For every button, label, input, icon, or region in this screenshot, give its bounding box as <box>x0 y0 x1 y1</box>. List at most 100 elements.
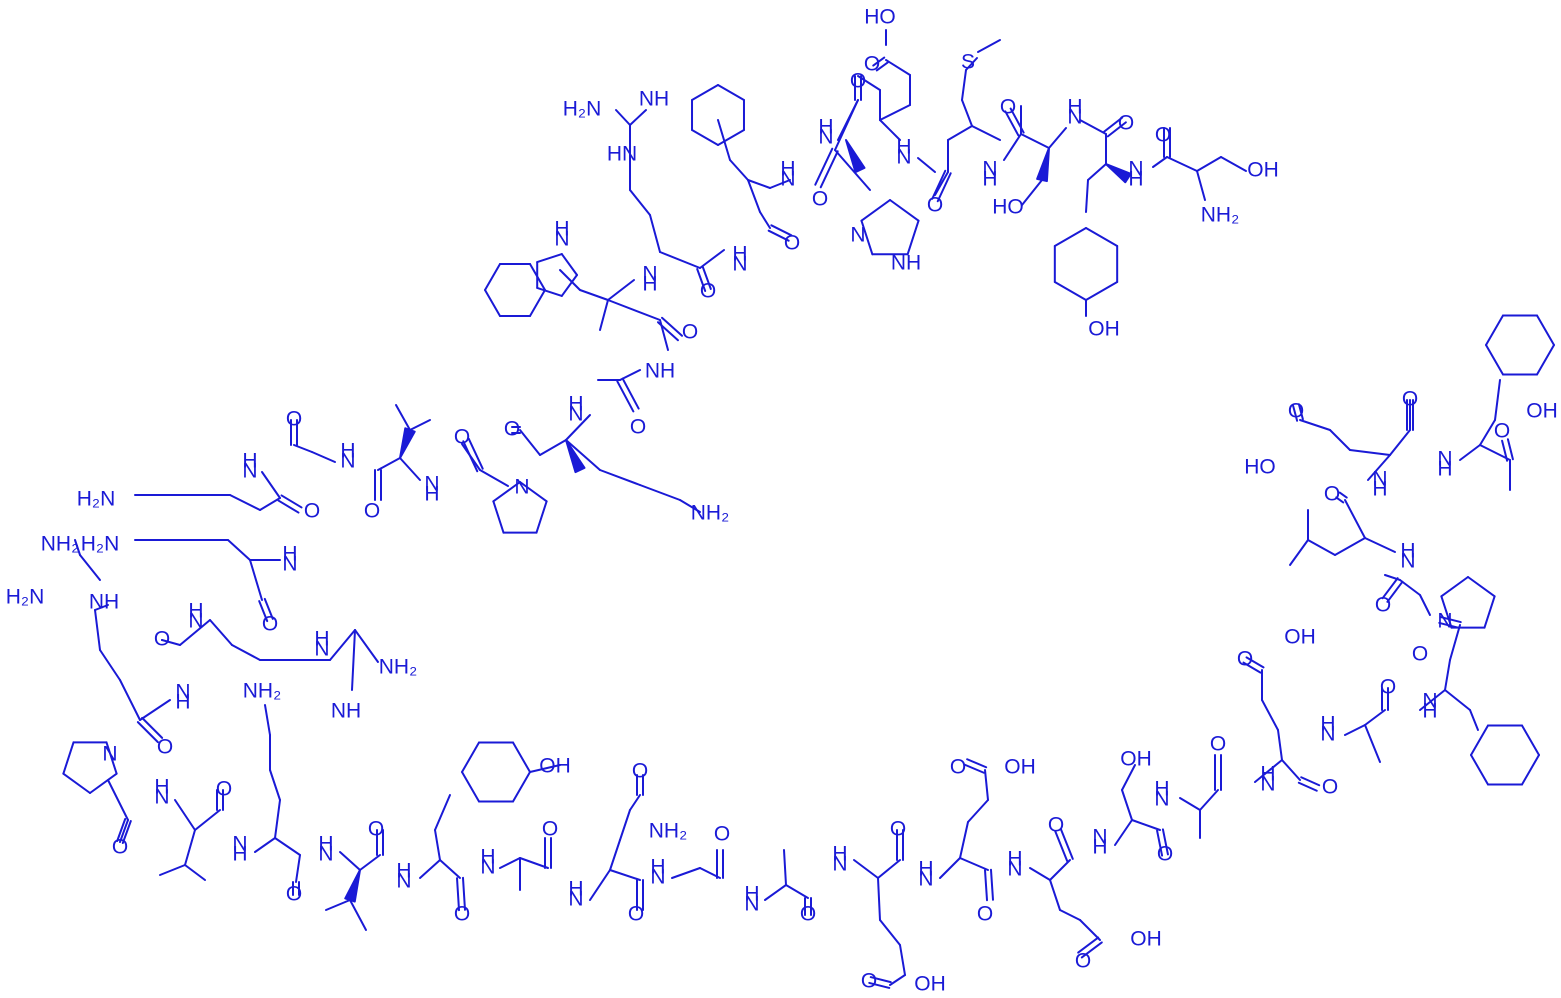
bond <box>599 299 609 331</box>
bond <box>699 249 725 269</box>
wedge-bond <box>399 427 416 459</box>
bond <box>759 211 771 229</box>
atom-label: OH <box>539 755 571 778</box>
atom-label: H <box>1067 96 1082 119</box>
bond <box>461 741 480 773</box>
atom-label: H <box>480 846 495 869</box>
bond <box>819 150 839 189</box>
bond <box>1399 579 1421 596</box>
bond <box>1059 827 1074 860</box>
atom-label: N <box>480 856 495 879</box>
bond <box>179 619 211 646</box>
atom-label: N <box>154 786 169 809</box>
bond <box>649 214 661 253</box>
atom-label: H <box>744 883 759 906</box>
atom-label: O <box>1210 733 1226 756</box>
bond <box>1085 227 1119 247</box>
bond <box>139 699 171 721</box>
atom-label: H <box>1128 168 1143 191</box>
atom-label: N <box>918 868 933 891</box>
bond <box>461 771 480 803</box>
bond <box>99 649 121 681</box>
bond <box>1004 110 1020 137</box>
bond <box>565 414 591 441</box>
atom-label: H <box>780 158 795 181</box>
atom-label: N <box>780 168 795 191</box>
bond <box>184 829 196 866</box>
bond <box>879 104 911 121</box>
bond <box>965 57 978 71</box>
bond <box>1439 616 1462 624</box>
bond <box>1121 789 1133 821</box>
bond <box>1009 107 1025 134</box>
bond <box>354 629 379 663</box>
bond <box>105 741 118 775</box>
atom-label: N <box>568 888 583 911</box>
bond <box>1220 156 1247 172</box>
bond <box>1053 281 1087 301</box>
bond <box>1307 539 1336 556</box>
bond <box>989 868 994 901</box>
amine-label: NH <box>89 591 119 614</box>
bond <box>519 857 549 869</box>
bond <box>936 172 952 203</box>
bond <box>1131 819 1161 831</box>
bond <box>947 125 973 141</box>
wedge-bond <box>1036 147 1050 183</box>
bond <box>560 274 578 297</box>
atom-label: N <box>650 866 665 889</box>
bond <box>729 159 749 181</box>
atom-label: O <box>861 970 877 993</box>
bond <box>966 758 988 769</box>
bond <box>1029 867 1051 881</box>
atom-label: O <box>812 188 828 211</box>
bond <box>1364 724 1381 763</box>
bond <box>931 169 947 200</box>
atom-label: O <box>800 903 816 926</box>
bond <box>853 859 879 879</box>
bond <box>311 451 336 463</box>
atom-label: O <box>784 232 800 255</box>
bond <box>616 380 635 413</box>
bond <box>539 439 567 456</box>
atom-label: NH <box>645 360 675 383</box>
amine-label: NH <box>331 700 361 723</box>
atom-label: N <box>318 843 333 866</box>
atom-label: O <box>1288 400 1304 423</box>
bond <box>1049 859 1071 881</box>
atom-label: N <box>1437 448 1452 471</box>
atom-label: H <box>1154 778 1169 801</box>
atom-label: N <box>1422 690 1437 713</box>
bond <box>959 821 969 859</box>
atom-label: N <box>1260 773 1275 796</box>
atom-label: H <box>1007 848 1022 871</box>
bond <box>860 199 891 222</box>
bond <box>589 869 611 901</box>
atom-label: O <box>216 778 232 801</box>
bond <box>1292 404 1299 422</box>
bond <box>1349 449 1391 456</box>
atom-label: O <box>1157 843 1173 866</box>
bond <box>834 149 871 191</box>
bond <box>1179 797 1201 811</box>
atom-label: O <box>714 823 730 846</box>
bond <box>1297 403 1304 421</box>
atom-label: H <box>1372 478 1387 501</box>
bond <box>229 494 261 511</box>
bond <box>209 619 233 646</box>
atom-label: O <box>700 280 716 303</box>
atom-label: O <box>262 613 278 636</box>
bond <box>619 809 631 841</box>
bond <box>159 864 186 876</box>
bond <box>484 263 501 291</box>
atom-label: O <box>504 418 520 441</box>
bond <box>74 539 81 556</box>
atom-label: N <box>1154 788 1169 811</box>
bond <box>1364 709 1386 726</box>
bond <box>293 444 313 453</box>
bond <box>860 219 874 256</box>
atom-label: N <box>818 126 833 149</box>
bond <box>579 289 609 301</box>
bond <box>629 189 651 216</box>
bond <box>1485 344 1504 376</box>
